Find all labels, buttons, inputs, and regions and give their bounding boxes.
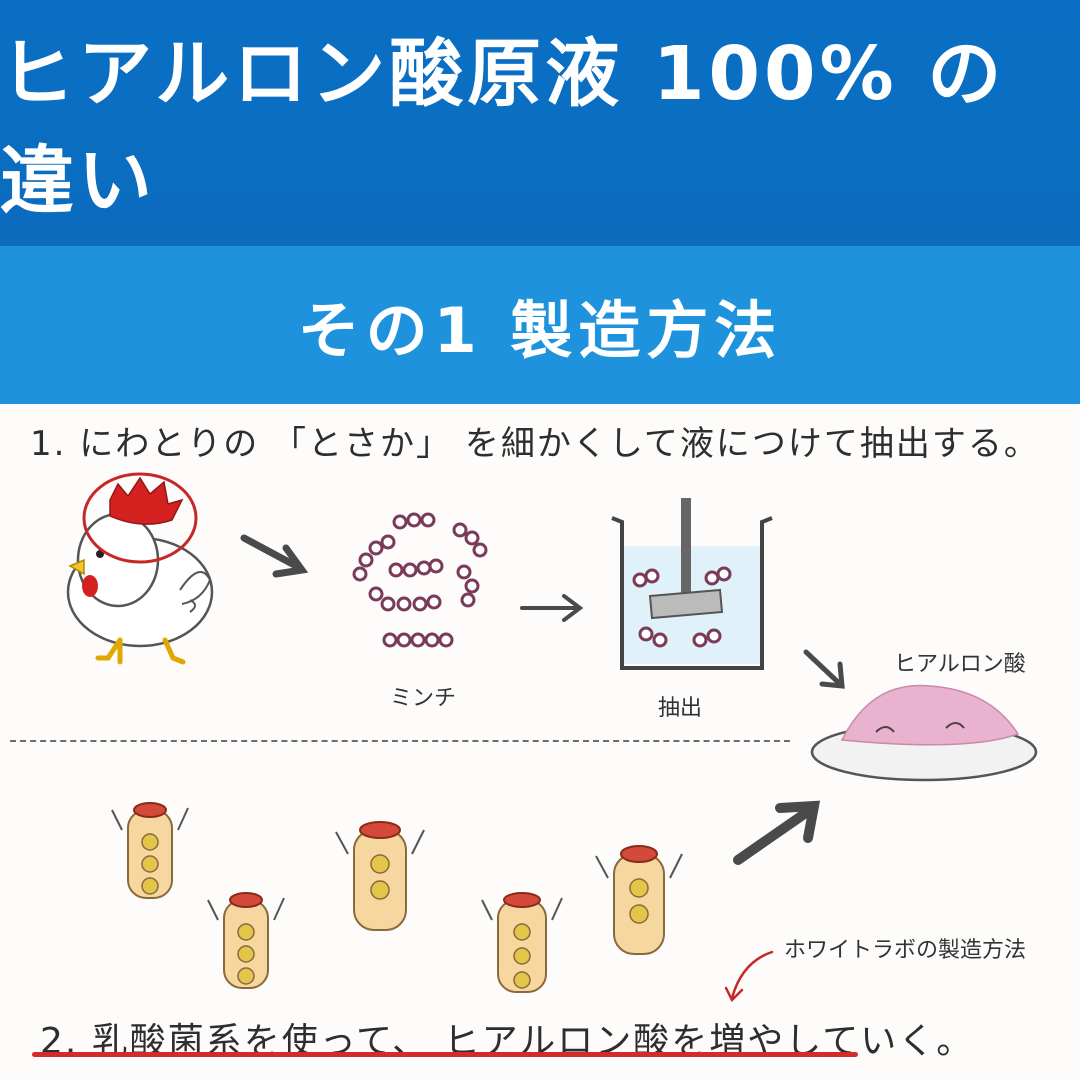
- arrow-icon: [724, 950, 774, 1003]
- arrow-icon: [803, 649, 845, 689]
- caption-hyaluronic-acid: ヒアルロン酸: [894, 652, 1026, 677]
- extraction-beaker-icon: [611, 498, 773, 670]
- page-title: ヒアルロン酸原液 100% の違い: [0, 31, 1006, 224]
- hyaluronic-acid-plate-icon: [810, 684, 1038, 782]
- caption-mince: ミンチ: [390, 686, 457, 711]
- arrow-icon: [520, 594, 584, 622]
- minced-meat-icon: [352, 512, 488, 648]
- section-title: その1 製造方法: [297, 294, 783, 367]
- divider: [10, 740, 790, 742]
- caption-whitelab-method: ホワイトラボの製造方法: [784, 938, 1027, 963]
- caption-extract: 抽出: [658, 696, 703, 721]
- step-1-text: 1. にわとりの 「とさか」 を細かくして液につけて抽出する。: [30, 424, 1040, 464]
- arrow-icon: [733, 800, 821, 865]
- section-banner: その1 製造方法: [0, 246, 1080, 404]
- lactic-bacteria-bottle-icon: [111, 802, 683, 993]
- header-banner: ヒアルロン酸原液 100% の違い: [0, 0, 1080, 246]
- step-2-underline: [32, 1052, 858, 1057]
- arrow-icon: [240, 534, 309, 578]
- chicken-icon: [66, 472, 214, 665]
